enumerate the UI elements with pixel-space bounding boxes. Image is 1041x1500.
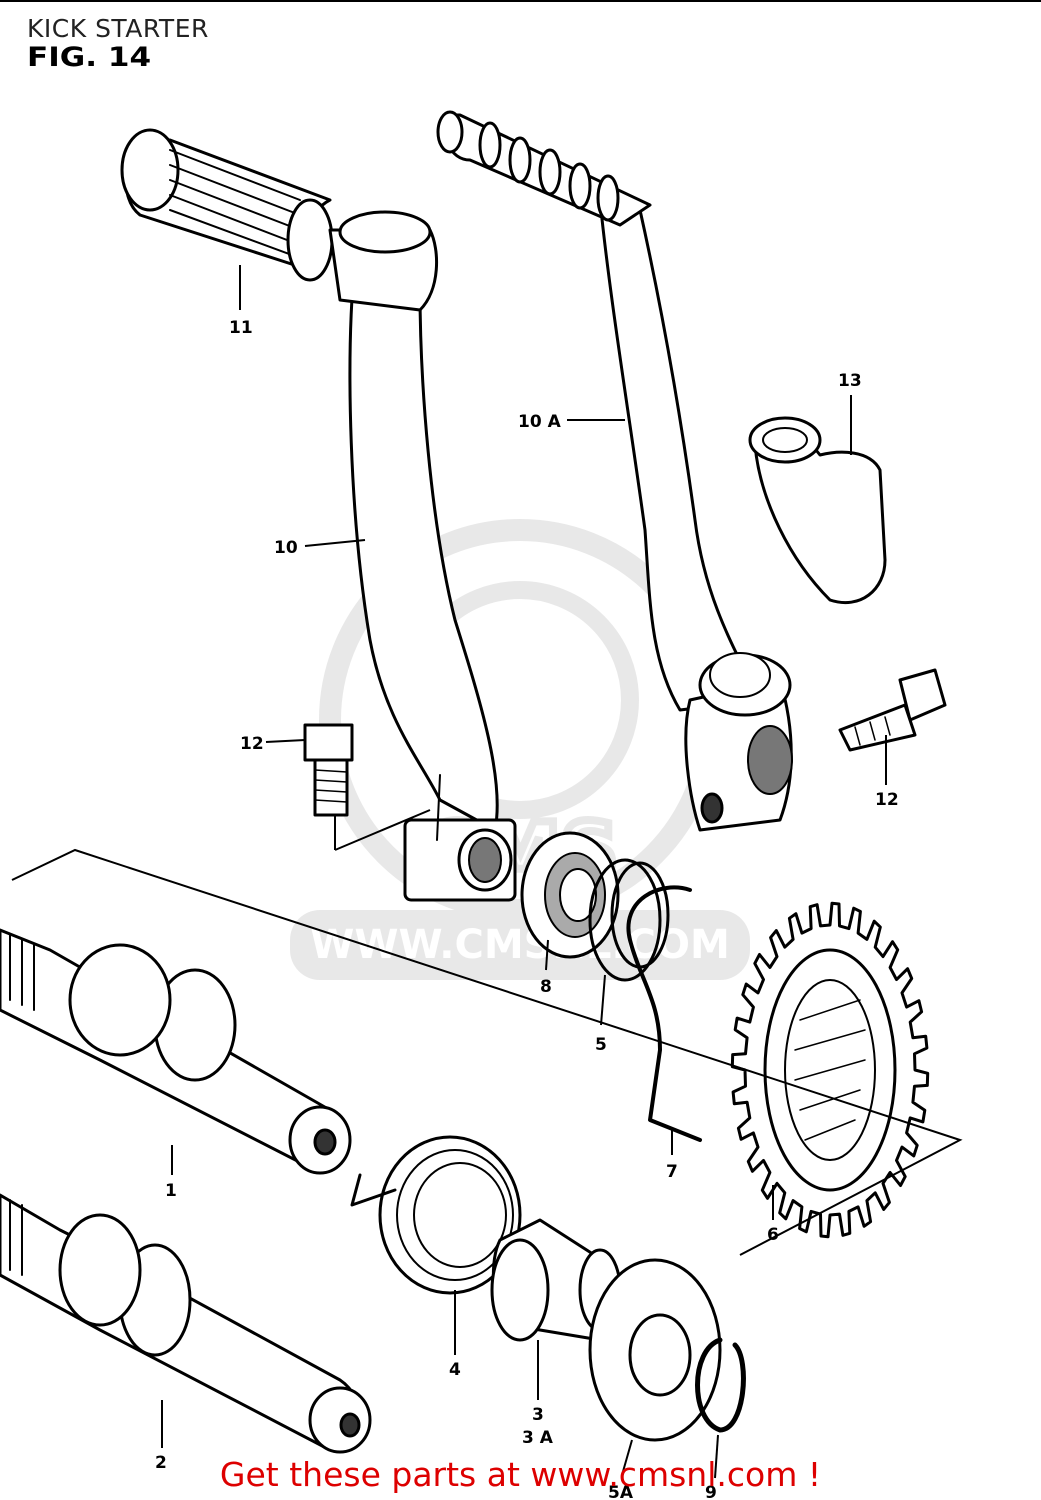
callout-10a: 10 A <box>518 412 562 432</box>
grip-11 <box>120 128 439 312</box>
callout-11: 11 <box>229 318 253 338</box>
callout-12-left: 12 <box>240 734 264 754</box>
callout-9: 9 <box>705 1483 717 1500</box>
callout-5: 5 <box>595 1035 607 1055</box>
circlip-9 <box>695 1337 746 1433</box>
callout-12-right: 12 <box>875 790 899 810</box>
callout-2: 2 <box>155 1453 167 1473</box>
boot-13 <box>748 416 887 605</box>
callout-6: 6 <box>767 1225 779 1245</box>
washer-5a <box>588 1258 722 1442</box>
callout-5a: 5A <box>608 1483 634 1500</box>
assembly-frame <box>11 809 963 1256</box>
figure-number: FIG. 14 <box>27 42 152 73</box>
callout-7: 7 <box>666 1162 678 1182</box>
top-rule <box>0 0 1041 2</box>
bolt-12-left <box>303 723 354 817</box>
oil-seal-8 <box>520 831 620 959</box>
grip-10a <box>436 110 652 227</box>
callout-3: 3 <box>532 1405 544 1425</box>
kick-gear-6 <box>730 901 930 1239</box>
bolt-12-right <box>838 668 947 752</box>
diagram-title: KICK STARTER <box>27 14 209 43</box>
leader-lines <box>161 265 887 1479</box>
callouts: 11 10 A 13 10 12 12 8 5 7 6 1 4 3 3 A 5A… <box>155 318 899 1500</box>
spring-7 <box>626 885 702 1142</box>
callout-4: 4 <box>449 1360 461 1380</box>
kick-shaft-2 <box>0 1193 372 1454</box>
return-spring-4 <box>350 1135 522 1295</box>
callout-8: 8 <box>540 977 552 997</box>
callout-3a: 3 A <box>522 1428 554 1448</box>
callout-13: 13 <box>838 371 862 391</box>
footer-link-text[interactable]: Get these parts at www.cmsnl.com ! <box>219 1455 822 1494</box>
kick-lever-10 <box>348 258 517 902</box>
kick-shaft-1 <box>0 928 352 1175</box>
spindle-3 <box>490 1218 624 1342</box>
kick-lever-10a <box>598 198 793 832</box>
callout-10: 10 <box>274 538 298 558</box>
callout-1: 1 <box>165 1181 177 1201</box>
